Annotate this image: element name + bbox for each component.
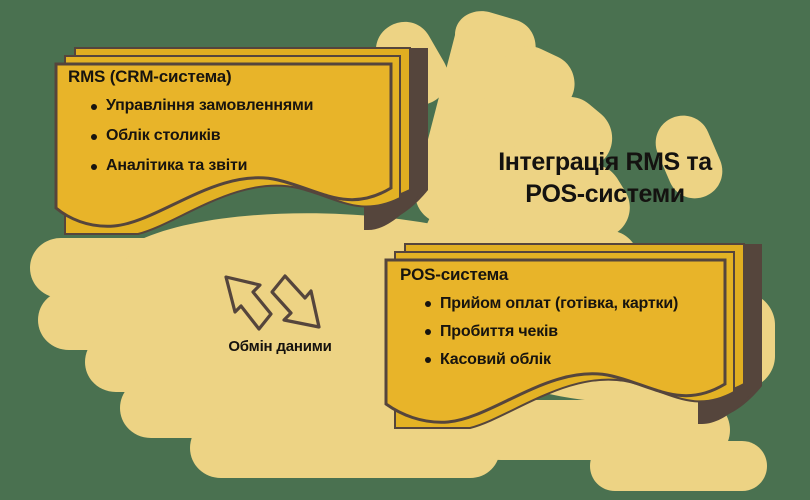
pos-card-shape <box>384 243 762 429</box>
pos-bullet-item: Пробиття чеків <box>425 321 720 343</box>
arrow-up-left-icon <box>224 275 273 331</box>
brush-stroke-10 <box>190 418 500 478</box>
bullet-dot-icon <box>91 134 97 141</box>
pos-card-layer-front <box>384 258 727 424</box>
bullet-dot-icon <box>91 104 97 111</box>
page-title-line-2: POS-системи <box>525 180 685 208</box>
pos-bullet-text: Касовий облік <box>440 351 551 368</box>
pos-bullet-text: Прийом оплат (готівка, картки) <box>440 295 679 312</box>
rms-card-content: RMS (CRM-система) Управління замовленням… <box>68 66 398 186</box>
data-exchange-arrows <box>224 274 321 331</box>
page-title: Інтеграція RMS та POS-системи <box>455 146 755 210</box>
pos-bullet-item: Прийом оплат (готівка, картки) <box>425 293 720 315</box>
arrow-down-right-icon <box>270 274 321 329</box>
pos-card-title: POS-система <box>400 265 509 284</box>
rms-bullet-item: Облік столиків <box>91 126 398 145</box>
rms-bullet-text: Управління замовленнями <box>106 97 314 114</box>
pos-bullet-text: Пробиття чеків <box>440 323 558 340</box>
rms-card[interactable]: RMS (CRM-система) Управління замовленням… <box>48 40 448 240</box>
rms-bullet-text: Облік столиків <box>106 127 221 144</box>
bullet-dot-icon <box>91 164 97 171</box>
brush-stroke-16 <box>655 115 723 199</box>
brush-stroke-12 <box>590 441 767 491</box>
rms-bullet-item: Аналітика та звіти <box>91 156 398 175</box>
pos-card-bullet-list: Прийом оплат (готівка, картки) Пробиття … <box>425 293 720 371</box>
page-title-line-1: Інтеграція RMS та <box>498 148 712 176</box>
pos-card[interactable]: POS-система Прийом оплат (готівка, картк… <box>378 238 778 433</box>
bullet-dot-icon <box>425 329 431 336</box>
bullet-dot-icon <box>425 301 431 308</box>
data-exchange-label: Обмін даними <box>228 338 332 355</box>
rms-card-layer-front <box>54 62 393 228</box>
rms-bullet-text: Аналітика та звіти <box>106 157 248 174</box>
bullet-dot-icon <box>425 357 431 364</box>
pos-bullet-item: Касовий облік <box>425 349 720 371</box>
rms-card-title: RMS (CRM-система) <box>68 67 232 86</box>
rms-card-bullet-list: Управління замовленнями Облік столиків А… <box>91 96 398 175</box>
rms-card-shape <box>54 47 428 235</box>
pos-card-content: POS-система Прийом оплат (готівка, картк… <box>400 264 720 377</box>
rms-bullet-item: Управління замовленнями <box>91 96 398 115</box>
